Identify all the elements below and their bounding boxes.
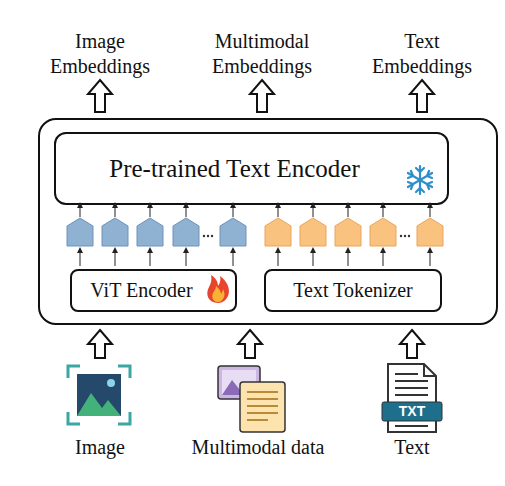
small-arrow (186, 250, 187, 266)
corner (118, 412, 130, 424)
image-inner (222, 370, 256, 395)
small-arrow (186, 205, 187, 217)
dot (404, 235, 406, 237)
input-arrows (88, 330, 424, 358)
token-arrows (80, 205, 430, 266)
vit-encoder-box: ViT Encoder (70, 269, 237, 312)
small-arrow (115, 250, 116, 266)
tokenizer-box: Text Tokenizer (264, 269, 442, 312)
token (67, 218, 93, 246)
file-line (395, 380, 428, 382)
image-icon (68, 366, 130, 424)
small-arrow (80, 250, 81, 266)
doc-lines (247, 392, 278, 420)
small-arrow (150, 205, 151, 217)
token (417, 218, 443, 246)
dot (203, 235, 205, 237)
small-arrow (348, 205, 349, 217)
file-type-label: TXT (382, 402, 442, 421)
small-arrow (348, 250, 349, 266)
mountains (77, 393, 121, 416)
text-tokens (265, 218, 443, 246)
file-sheet (388, 364, 436, 432)
file-line (395, 394, 428, 396)
small-arrow (150, 250, 151, 266)
file-line (395, 387, 428, 389)
text-file-icon (382, 364, 442, 432)
hollow-arrow (250, 80, 274, 112)
hollow-arrow (238, 330, 262, 358)
doc-line (247, 419, 268, 421)
output-arrows (88, 80, 434, 112)
box-title: Pre-trained Text Encoder (109, 155, 359, 183)
ellipsis-dots (203, 235, 410, 237)
dot (408, 235, 410, 237)
box-title: Text Tokenizer (293, 279, 413, 302)
small-arrow (383, 250, 384, 266)
frame-corners (68, 366, 130, 424)
token (265, 218, 291, 246)
file-line (395, 373, 418, 375)
input-label: Image (40, 435, 160, 460)
file-band (382, 402, 442, 421)
dot (400, 235, 402, 237)
mountains (222, 380, 256, 395)
small-arrow (313, 205, 314, 217)
corner (68, 412, 80, 424)
corner (118, 366, 130, 378)
small-arrow (430, 250, 431, 266)
file-fold (424, 364, 436, 376)
small-arrow (430, 205, 431, 217)
token (220, 218, 246, 246)
document (240, 382, 285, 432)
doc-line (247, 412, 278, 414)
text-encoder-box: Pre-trained Text Encoder (54, 132, 449, 205)
doc-line (247, 391, 278, 393)
hollow-arrow (400, 330, 424, 358)
box-title: ViT Encoder (90, 279, 192, 302)
token (102, 218, 128, 246)
output-label: Text Embeddings (366, 29, 478, 79)
dot (207, 235, 209, 237)
small-arrow (383, 205, 384, 217)
hollow-arrow (410, 80, 434, 112)
system-frame: Pre-trained Text EncoderViT Encoder Text … (38, 118, 498, 325)
output-label: Image Embeddings (44, 29, 156, 79)
doc-line (247, 405, 278, 407)
small-arrow (233, 250, 234, 266)
output-label: Multimodal Embeddings (196, 29, 328, 79)
small-arrow (313, 250, 314, 266)
picture-background (77, 374, 121, 416)
small-arrow (233, 205, 234, 217)
small-arrow (115, 205, 116, 217)
multimodal-icon (218, 366, 285, 432)
input-label: Multimodal data (163, 435, 353, 460)
hollow-arrow (88, 80, 112, 112)
small-arrow (278, 250, 279, 266)
token (300, 218, 326, 246)
token (335, 218, 361, 246)
small-arrow (80, 205, 81, 217)
dot (211, 235, 213, 237)
doc-line (247, 398, 278, 400)
token (370, 218, 396, 246)
token (137, 218, 163, 246)
image-card (218, 366, 260, 399)
token (173, 218, 199, 246)
hollow-arrow (88, 330, 112, 358)
file-line (395, 425, 428, 427)
input-label: Text (362, 435, 462, 460)
sun (107, 379, 115, 387)
image-tokens (67, 218, 246, 246)
small-arrow (278, 205, 279, 217)
corner (68, 366, 80, 378)
